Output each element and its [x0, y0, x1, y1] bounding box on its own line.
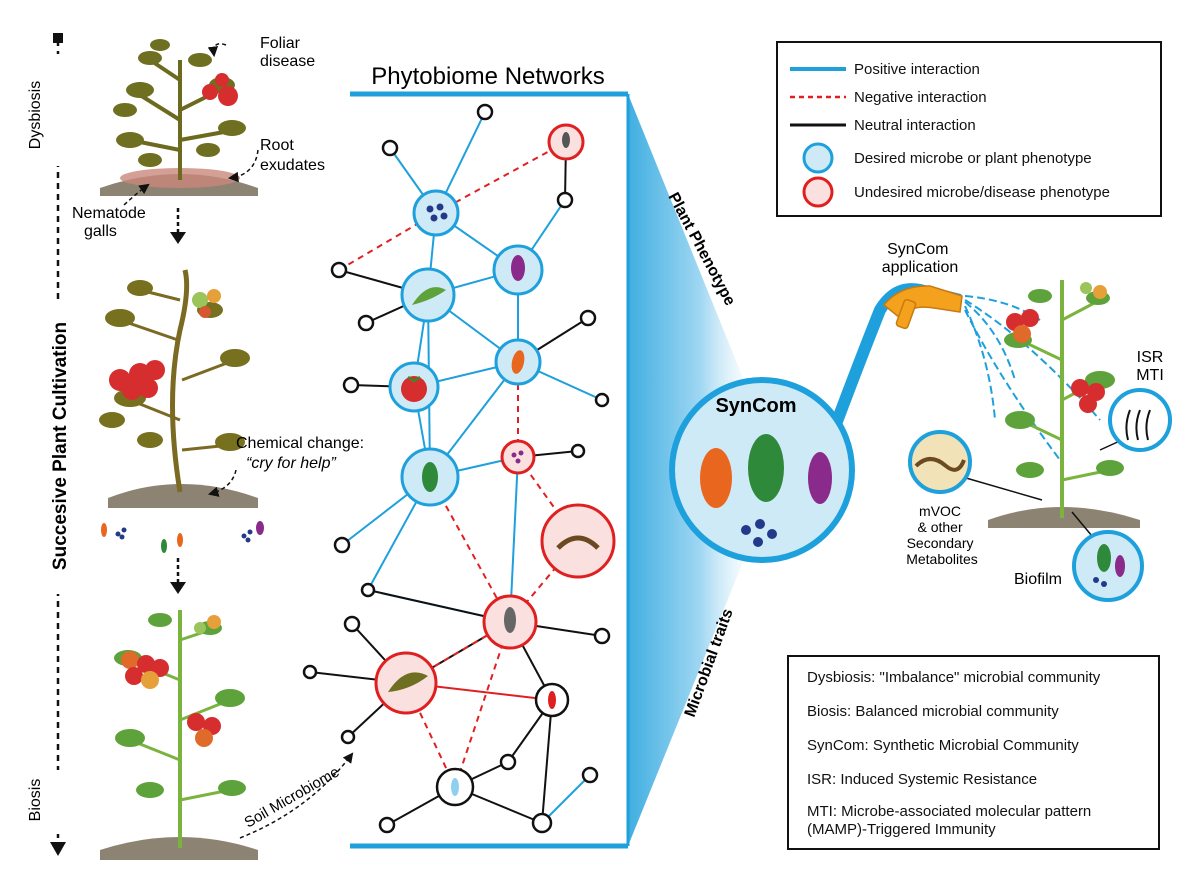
legend: Positive interaction Negative interactio…	[776, 41, 1162, 217]
glossary-isr: ISR: Induced Systemic Resistance	[807, 771, 1038, 788]
desired-node-green-microbe	[400, 447, 460, 507]
mvoc-bubble	[908, 430, 1043, 501]
mvoc-label: mVOC & other Secondary Metabolites	[906, 503, 978, 567]
biofilm-label: Biofilm	[1014, 571, 1062, 588]
desired-node-tomato	[388, 361, 440, 413]
network-nodes	[302, 103, 616, 834]
foliar-disease-label: Foliar disease	[260, 35, 315, 70]
desired-node-orange-microbe	[494, 338, 542, 386]
legend-label: Negative interaction	[854, 88, 987, 106]
isr-mti-bubble	[1099, 388, 1172, 452]
glossary-mti-continued: (MAMP)-Triggered Immunity	[807, 821, 996, 838]
undesired-circle-icon	[802, 176, 834, 208]
isr-label: ISR	[1137, 349, 1164, 366]
undesired-node-red-microbe	[534, 682, 570, 718]
axis-start-marker	[53, 33, 63, 43]
desired-node-leaf	[400, 267, 456, 323]
syncom-application-label: SynCom application	[882, 241, 959, 276]
nematode-galls-label: Nematode galls	[72, 205, 150, 240]
syncom-bubble	[669, 377, 855, 563]
cultivation-axis: Dysbiosis Succesive Plant Cultivation Bi…	[27, 33, 72, 856]
undesired-node-diseased-leaf	[374, 651, 438, 715]
chemical-change-label: Chemical change:	[236, 435, 364, 452]
network-endpoints	[302, 103, 611, 834]
syncom-hose	[824, 283, 963, 443]
axis-middle-label: Succesive Plant Cultivation	[50, 322, 71, 570]
syncom-label: SynCom	[715, 395, 796, 417]
exudate-microbes	[101, 521, 264, 553]
soil-microbiome-label: Soil Microbiome	[242, 763, 343, 831]
glossary-biosis: Biosis: Balanced microbial community	[807, 703, 1059, 720]
plant-dysbiosis	[100, 39, 258, 196]
down-arrow-icon	[170, 232, 186, 244]
desired-node-microbe-cluster	[412, 189, 460, 237]
undesired-node-root-galls	[540, 503, 616, 579]
legend-label: Undesired microbe/disease phenotype	[854, 183, 1110, 201]
axis-arrow-icon	[50, 842, 66, 856]
glossary-dysbiosis: Dysbiosis: "Imbalance" microbial communi…	[807, 669, 1101, 686]
undesired-node-nematode	[482, 594, 538, 650]
positive-line-icon	[790, 67, 846, 71]
axis-top-label: Dysbiosis	[27, 81, 44, 149]
legend-label: Positive interaction	[854, 60, 980, 78]
page-title: Phytobiome Networks	[371, 63, 604, 90]
treated-plant	[988, 280, 1140, 528]
glossary-syncom: SynCom: Synthetic Microbial Community	[807, 737, 1079, 754]
undesired-node-pathogen-top	[547, 123, 585, 161]
undesired-node-spores	[500, 439, 536, 475]
neutral-line-icon	[790, 123, 846, 127]
desired-circle-icon	[802, 142, 834, 174]
axis-bottom-label: Biosis	[27, 779, 44, 822]
legend-label: Neutral interaction	[854, 116, 976, 134]
glossary: Dysbiosis: "Imbalance" microbial communi…	[787, 655, 1160, 850]
mti-label: MTI	[1136, 367, 1164, 384]
root-exudates-label: Root exudates	[260, 137, 325, 174]
plant-biosis	[100, 610, 258, 860]
cry-for-help-label: “cry for help”	[246, 455, 336, 472]
plant-transition	[99, 269, 258, 508]
negative-line-icon	[790, 95, 846, 99]
neutral-node-blue-microbe	[435, 767, 475, 807]
glossary-mti: MTI: Microbe-associated molecular patter…	[807, 803, 1092, 820]
desired-node-purple-microbe	[492, 244, 544, 296]
legend-label: Desired microbe or plant phenotype	[854, 149, 1092, 167]
down-arrow-icon	[170, 582, 186, 594]
biofilm-bubble	[1071, 511, 1144, 602]
